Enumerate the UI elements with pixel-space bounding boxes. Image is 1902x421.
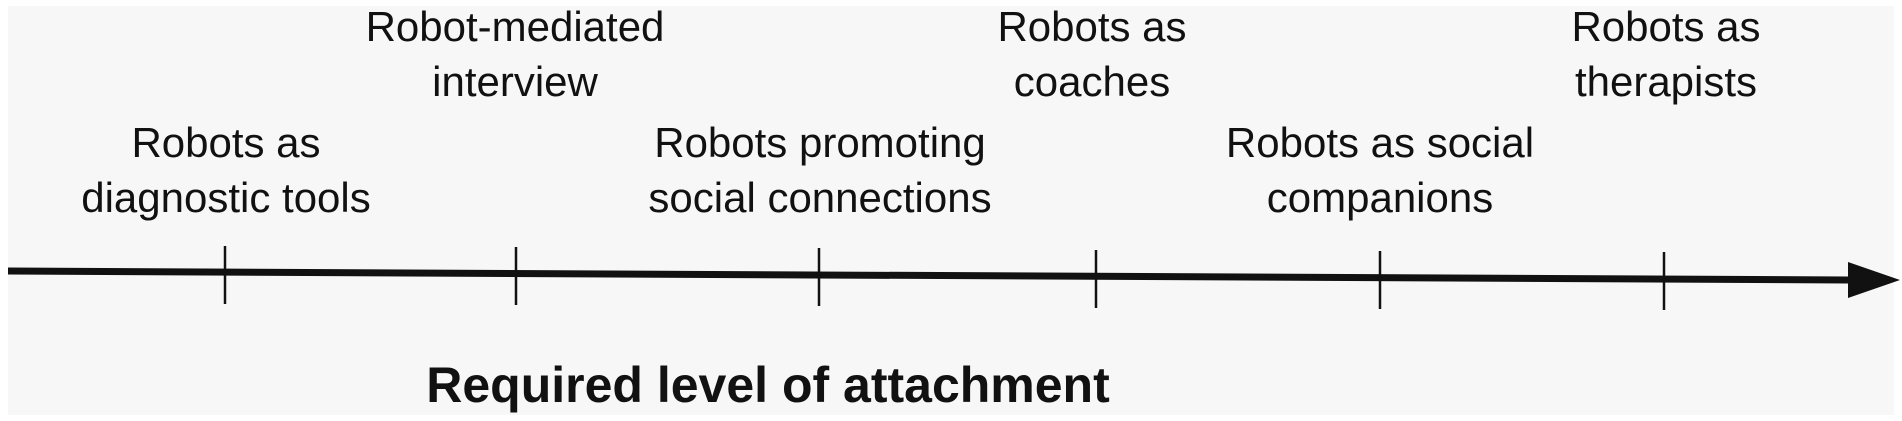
label-therapists: Robots as therapists [1571, 3, 1760, 105]
label-line-2: companions [1267, 174, 1493, 221]
diagram-background [8, 6, 1894, 415]
label-line-2: diagnostic tools [81, 174, 371, 221]
label-line-2: interview [432, 58, 598, 105]
label-line-1: Robots promoting [654, 119, 986, 166]
label-diagnostic-tools: Robots as diagnostic tools [81, 119, 371, 221]
label-line-1: Robot-mediated [366, 3, 665, 50]
label-line-1: Robots as [1571, 3, 1760, 50]
label-line-1: Robots as [997, 3, 1186, 50]
label-coaches: Robots as coaches [997, 3, 1186, 105]
label-line-2: coaches [1014, 58, 1170, 105]
label-line-1: Robots as social [1226, 119, 1534, 166]
label-robot-mediated-interview: Robot-mediated interview [366, 3, 665, 105]
attachment-axis-line [7, 267, 1849, 284]
label-social-connections: Robots promoting social connections [648, 119, 991, 221]
axis-title: Required level of attachment [426, 357, 1110, 413]
label-social-companions: Robots as social companions [1226, 119, 1534, 221]
label-line-1: Robots as [131, 119, 320, 166]
axis-arrow-head [1848, 262, 1900, 298]
label-line-2: social connections [648, 174, 991, 221]
label-line-2: therapists [1575, 58, 1757, 105]
